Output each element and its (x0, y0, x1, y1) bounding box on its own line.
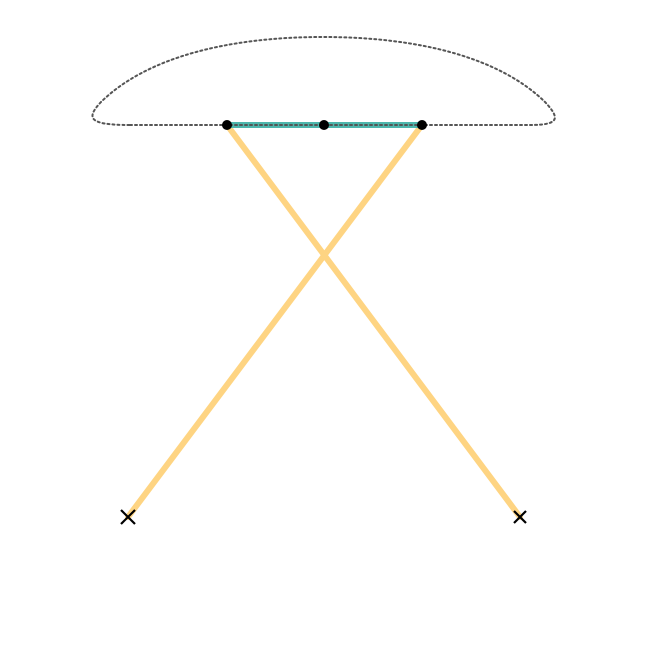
point-left (222, 120, 232, 130)
point-middle (319, 120, 329, 130)
crossing-line-left-to-right (224, 122, 523, 520)
x-marker-right (513, 510, 527, 524)
point-right (417, 120, 427, 130)
crossing-line-right-to-left (125, 122, 425, 520)
dotted-closed-curve (91, 35, 556, 126)
x-marker-left (120, 509, 136, 525)
